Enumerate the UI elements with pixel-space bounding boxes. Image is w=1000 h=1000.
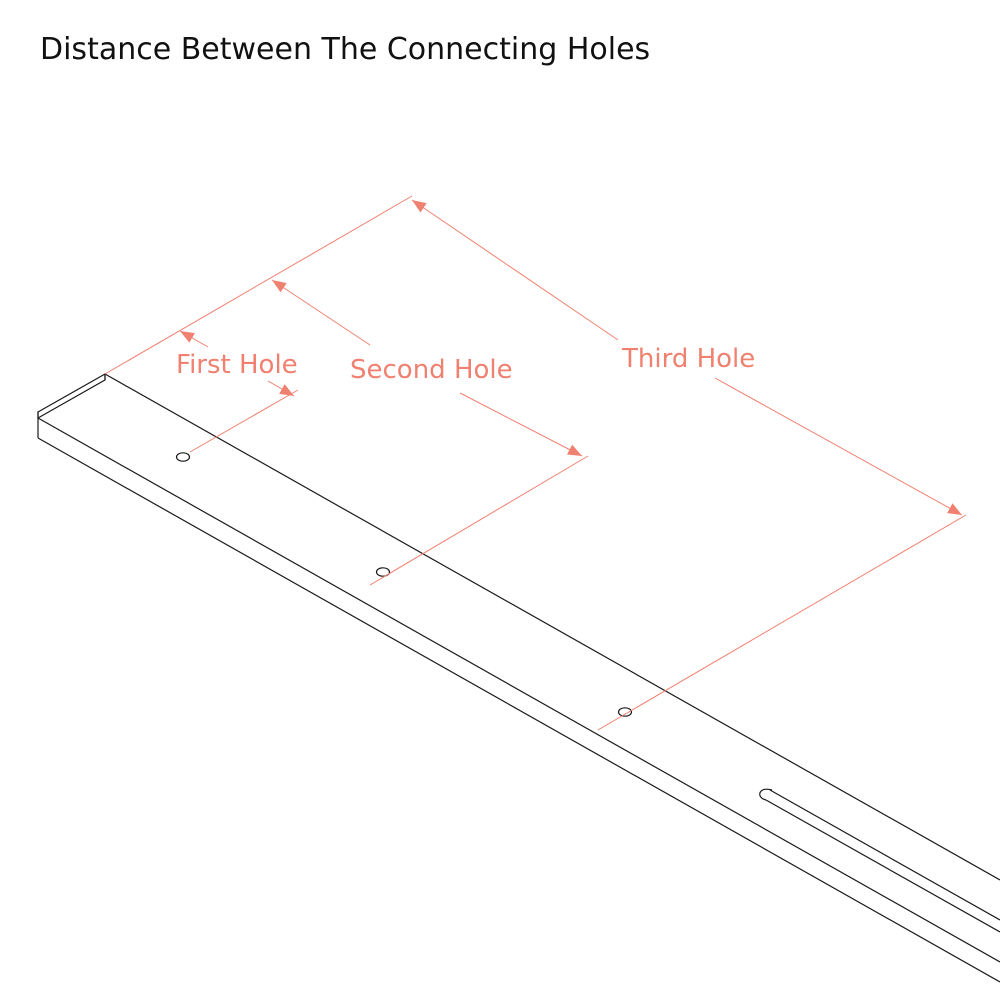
board-slot	[759, 788, 1000, 933]
board-left-end-face	[37, 372, 106, 420]
first-hole-dimension-right	[267, 380, 295, 397]
board-top-back-edge	[104, 373, 1000, 881]
third-hole-label: Third Hole	[621, 344, 755, 374]
second-hole-label: Second Hole	[350, 355, 513, 385]
reference-extension-line	[104, 195, 413, 375]
hole-third	[617, 707, 633, 717]
board-outline	[37, 372, 1000, 983]
third-hole-dimension-right	[714, 377, 963, 516]
page-title: Distance Between The Connecting Holes	[40, 32, 651, 67]
board-bottom-front-edge	[37, 437, 1000, 983]
dimension-lines	[104, 195, 967, 731]
third-hole-dimension-left	[411, 199, 619, 341]
first-hole-extension-line	[189, 389, 299, 453]
first-hole-dimension-left	[179, 330, 209, 348]
connecting-holes	[175, 452, 633, 717]
hole-second	[375, 567, 391, 577]
board-top-front-edge	[37, 417, 1000, 963]
second-hole-dimension-left	[271, 279, 371, 346]
second-hole-dimension-right	[459, 392, 583, 457]
third-hole-extension-line	[597, 514, 967, 731]
hole-first	[175, 452, 191, 462]
first-hole-label: First Hole	[176, 350, 298, 380]
second-hole-extension-line	[369, 455, 589, 586]
